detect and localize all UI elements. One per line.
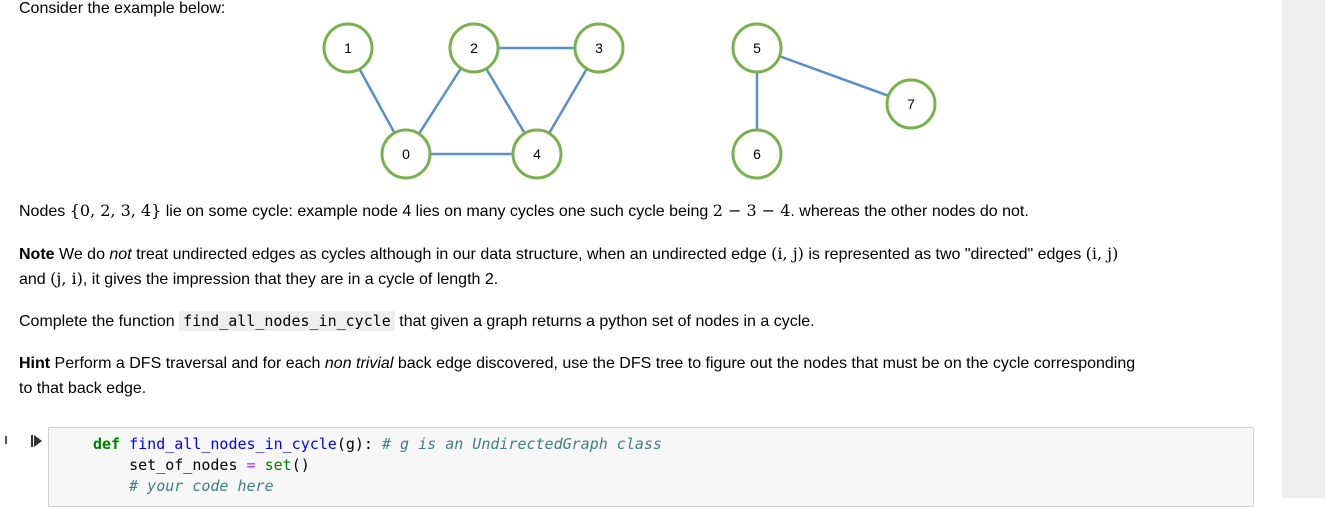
graph-node-label-0: 0 <box>402 146 410 162</box>
hint-label: Hint <box>19 355 51 372</box>
graph-node-label-1: 1 <box>344 40 352 56</box>
intro-text: Consider the example below: <box>19 0 226 17</box>
graph-node-label-3: 3 <box>595 40 603 56</box>
math-node-set: {0, 2, 3, 4} <box>69 201 162 220</box>
run-cell-icon[interactable] <box>31 434 43 448</box>
graph-node-6 <box>731 128 783 180</box>
graph-diagram: 1 2 3 5 7 0 4 6 <box>322 22 937 180</box>
graph-node-label-7: 7 <box>907 96 915 112</box>
code-cell[interactable]: def find_all_nodes_in_cycle(g): # g is a… <box>48 427 1254 507</box>
graph-node-0 <box>380 128 432 180</box>
note-label: Note <box>19 246 55 263</box>
graph-node-5 <box>731 22 783 74</box>
paragraph-note: Note We do not treat undirected edges as… <box>19 244 1119 263</box>
paragraph-note-line2: and (j, i), it gives the impression that… <box>19 269 499 288</box>
graph-node-2 <box>448 22 500 74</box>
graph-node-label-5: 5 <box>753 40 761 56</box>
graph-nodes: 1 2 3 5 7 0 4 6 <box>322 22 937 180</box>
graph-node-label-2: 2 <box>470 40 478 56</box>
cell-marker <box>5 436 7 444</box>
graph-node-3 <box>573 22 625 74</box>
graph-node-1 <box>322 22 374 74</box>
graph-node-4 <box>511 128 563 180</box>
code-line-3: # your code here <box>93 477 274 495</box>
paragraph-hint-line2: to that back edge. <box>19 380 147 397</box>
graph-edge-5-7 <box>756 46 912 106</box>
graph-node-label-6: 6 <box>753 146 761 162</box>
graph-edges <box>346 46 912 156</box>
code-line-1: def find_all_nodes_in_cycle(g): # g is a… <box>93 435 662 453</box>
right-gutter <box>1282 0 1325 498</box>
notebook-content: Consider the example below: 1 2 3 5 7 0 4 6 Nod… <box>5 0 1254 507</box>
paragraph-task: Complete the function find_all_nodes_in_… <box>19 311 815 331</box>
graph-node-7 <box>885 78 937 130</box>
inline-code-function-name: find_all_nodes_in_cycle <box>179 311 395 331</box>
paragraph-cycle-nodes: Nodes {0, 2, 3, 4} lie on some cycle: ex… <box>19 201 1029 220</box>
graph-node-label-4: 4 <box>533 146 541 162</box>
math-cycle: 2 − 3 − 4 <box>712 201 791 220</box>
code-line-2: set_of_nodes = set() <box>93 456 310 474</box>
paragraph-hint: Hint Perform a DFS traversal and for eac… <box>19 355 1136 372</box>
